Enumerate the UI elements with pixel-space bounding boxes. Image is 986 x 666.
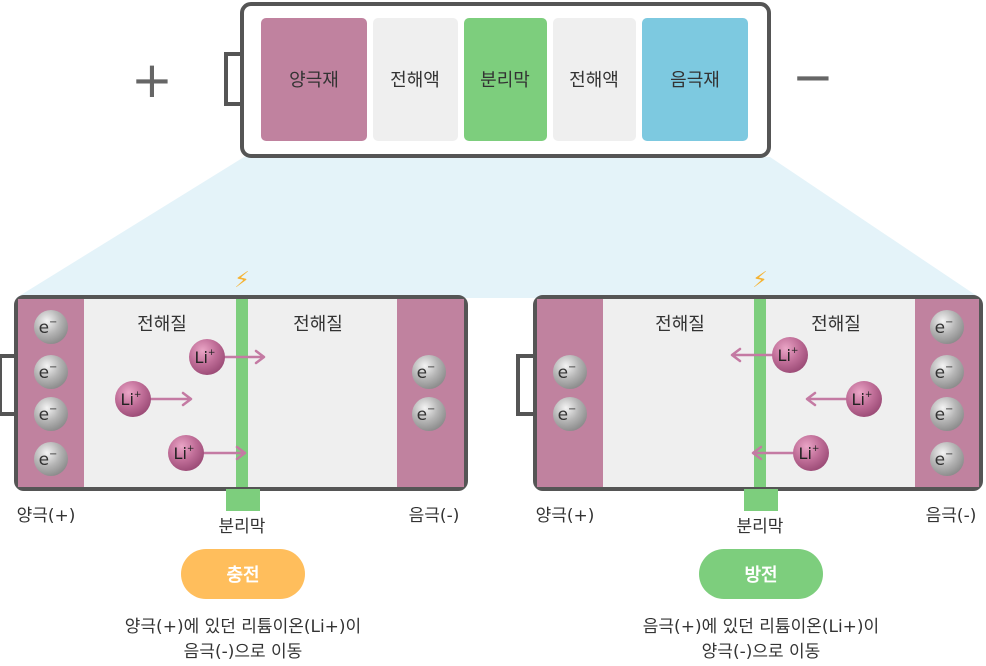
plus-sign: + xyxy=(131,51,173,109)
svg-text:e−: e− xyxy=(39,362,58,383)
svg-text:Li+: Li+ xyxy=(121,390,142,409)
lithium-ion: Li+ xyxy=(751,435,829,471)
electron: e− xyxy=(930,442,964,476)
svg-text:e−: e− xyxy=(935,362,954,383)
svg-text:Li+: Li+ xyxy=(778,346,799,365)
discharge-badge-label: 방전 xyxy=(744,565,777,586)
arrow-left xyxy=(805,391,848,407)
svg-text:e−: e− xyxy=(417,404,436,425)
charge-separator xyxy=(236,299,248,487)
svg-text:e−: e− xyxy=(39,404,58,425)
arrow-right xyxy=(148,391,193,407)
electron: e− xyxy=(553,355,587,389)
charge-cathode-label: 음극(-) xyxy=(409,506,460,526)
electron: e− xyxy=(34,355,68,389)
charge-electrolyte-right-label: 전해질 xyxy=(293,314,343,335)
svg-text:Li+: Li+ xyxy=(799,444,820,463)
charge-badge xyxy=(181,549,305,599)
electron: e− xyxy=(34,397,68,431)
arrow-left xyxy=(730,347,774,363)
layer-electrolyte-left xyxy=(373,18,458,141)
svg-text:e−: e− xyxy=(417,362,436,383)
svg-text:Li+: Li+ xyxy=(852,390,873,409)
charge-lightning-icon: ⚡ xyxy=(234,268,249,293)
discharge-description-line1: 음극(+)에 있던 리튬이온(Li+)이 xyxy=(643,617,879,637)
arrow-left xyxy=(751,445,795,461)
top-cell: 양극재 전해액 분리막 전해액 음극재 xyxy=(224,2,771,158)
projection-shade xyxy=(16,157,980,298)
discharge-ions: Li+ Li+ Li+ xyxy=(730,337,882,471)
lithium-ion: Li+ xyxy=(115,381,193,417)
layer-label-electrolyte-right: 전해액 xyxy=(569,70,619,91)
lithium-ion: Li+ xyxy=(805,381,882,417)
layer-label-separator: 분리막 xyxy=(480,70,530,91)
discharge-separator-label: 분리막 xyxy=(737,517,784,537)
electron: e− xyxy=(930,397,964,431)
electron: e− xyxy=(553,397,587,431)
layer-anode-material xyxy=(642,18,748,141)
svg-text:e−: e− xyxy=(39,449,58,470)
discharge-lightning-icon: ⚡ xyxy=(752,268,767,293)
discharge-separator xyxy=(754,299,766,487)
svg-text:e−: e− xyxy=(558,362,577,383)
discharge-electrolyte-left-label: 전해질 xyxy=(655,314,705,335)
charge-ions: Li+ Li+ Li+ xyxy=(115,339,266,471)
svg-text:e−: e− xyxy=(39,317,58,338)
layer-label-cathode-material: 양극재 xyxy=(289,70,339,91)
layer-label-anode-material: 음극재 xyxy=(670,70,720,91)
charge-electrons-anode: e− e− xyxy=(412,355,446,431)
discharge-panel: ⚡ 전해질 전해질 e− e− e− e− e− xyxy=(516,268,983,662)
discharge-cathode-plate xyxy=(537,299,603,487)
electron: e− xyxy=(34,310,68,344)
minus-sign: − xyxy=(792,48,834,106)
svg-text:Li+: Li+ xyxy=(174,444,195,463)
layer-label-electrolyte-left: 전해액 xyxy=(390,70,440,91)
lithium-ion: Li+ xyxy=(189,339,266,375)
electron: e− xyxy=(412,397,446,431)
charge-electrons-cathode: e− e− e− e− xyxy=(34,310,68,476)
arrow-right xyxy=(222,349,266,365)
layer-cathode-material xyxy=(261,18,367,141)
svg-text:Li+: Li+ xyxy=(195,348,216,367)
charge-description-line2: 음극(-)으로 이동 xyxy=(184,642,303,662)
layer-electrolyte-right xyxy=(553,18,636,141)
discharge-electrons-cathode: e− e− xyxy=(553,355,587,431)
charge-badge-label: 충전 xyxy=(226,565,259,586)
electron: e− xyxy=(930,310,964,344)
lithium-ion: Li+ xyxy=(168,435,247,471)
discharge-anode-label: 양극(+) xyxy=(536,506,595,526)
charge-electrolyte-left-label: 전해질 xyxy=(137,314,187,335)
charge-anode-label: 양극(+) xyxy=(17,506,76,526)
discharge-description-line2: 양극(-)으로 이동 xyxy=(702,642,821,662)
discharge-separator-tab xyxy=(744,489,778,511)
layer-separator xyxy=(464,18,547,141)
electron: e− xyxy=(412,355,446,389)
discharge-cathode-label: 음극(-) xyxy=(926,506,977,526)
discharge-electrons-anode: e− e− e− e− xyxy=(930,310,964,476)
electron: e− xyxy=(930,355,964,389)
charge-description-line1: 양극(+)에 있던 리튬이온(Li+)이 xyxy=(125,617,361,637)
lithium-ion: Li+ xyxy=(730,337,808,373)
charge-separator-label: 분리막 xyxy=(219,517,266,537)
charge-panel: ⚡ 전해질 전해질 e− e− e− e− e− xyxy=(0,268,468,662)
svg-text:e−: e− xyxy=(935,449,954,470)
charge-separator-tab xyxy=(226,489,260,511)
arrow-right xyxy=(201,445,247,461)
svg-text:e−: e− xyxy=(558,404,577,425)
electron: e− xyxy=(34,442,68,476)
discharge-electrolyte-right-label: 전해질 xyxy=(811,314,861,335)
charge-anode-plate xyxy=(397,299,464,487)
svg-text:e−: e− xyxy=(935,317,954,338)
discharge-badge xyxy=(699,549,823,599)
svg-text:e−: e− xyxy=(935,404,954,425)
